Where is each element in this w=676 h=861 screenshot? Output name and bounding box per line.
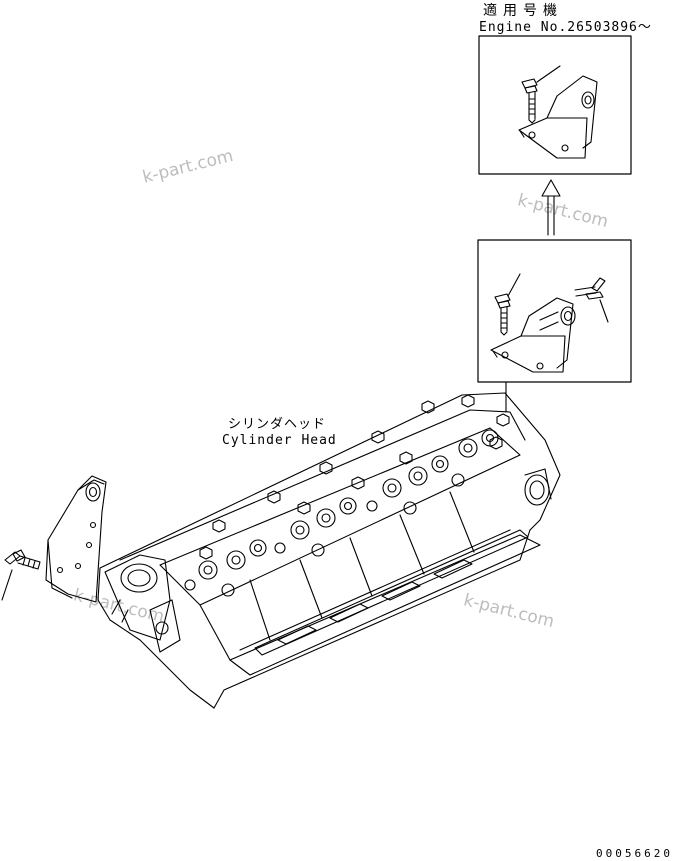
bolt-icon bbox=[4, 549, 41, 570]
bolt-icon bbox=[574, 277, 606, 300]
cylinder-head-jp-label: シリンダヘッド bbox=[228, 417, 327, 432]
leader-line bbox=[1, 569, 13, 601]
leader-line bbox=[599, 299, 609, 323]
valve-ports bbox=[184, 429, 499, 597]
bracket-left bbox=[45, 475, 107, 603]
detail-box-new bbox=[478, 35, 632, 175]
bolt-icon bbox=[494, 293, 511, 336]
bolt-icon bbox=[521, 78, 538, 124]
cylinder-head-en-label: Cylinder Head bbox=[222, 433, 337, 448]
bracket-current bbox=[490, 297, 576, 373]
leader-line bbox=[536, 65, 561, 83]
upgrade-arrow bbox=[541, 179, 561, 236]
bracket-new bbox=[518, 75, 598, 159]
cylinder-head bbox=[97, 392, 561, 709]
engine-number-label: Engine No.26503896～ bbox=[479, 20, 652, 35]
drawing-number: 00056620 bbox=[596, 847, 673, 860]
head-bolts bbox=[199, 394, 510, 560]
detail-box-current bbox=[477, 239, 632, 383]
leader-line bbox=[507, 273, 521, 297]
applicability-jp-label: 適用号機 bbox=[483, 3, 563, 19]
